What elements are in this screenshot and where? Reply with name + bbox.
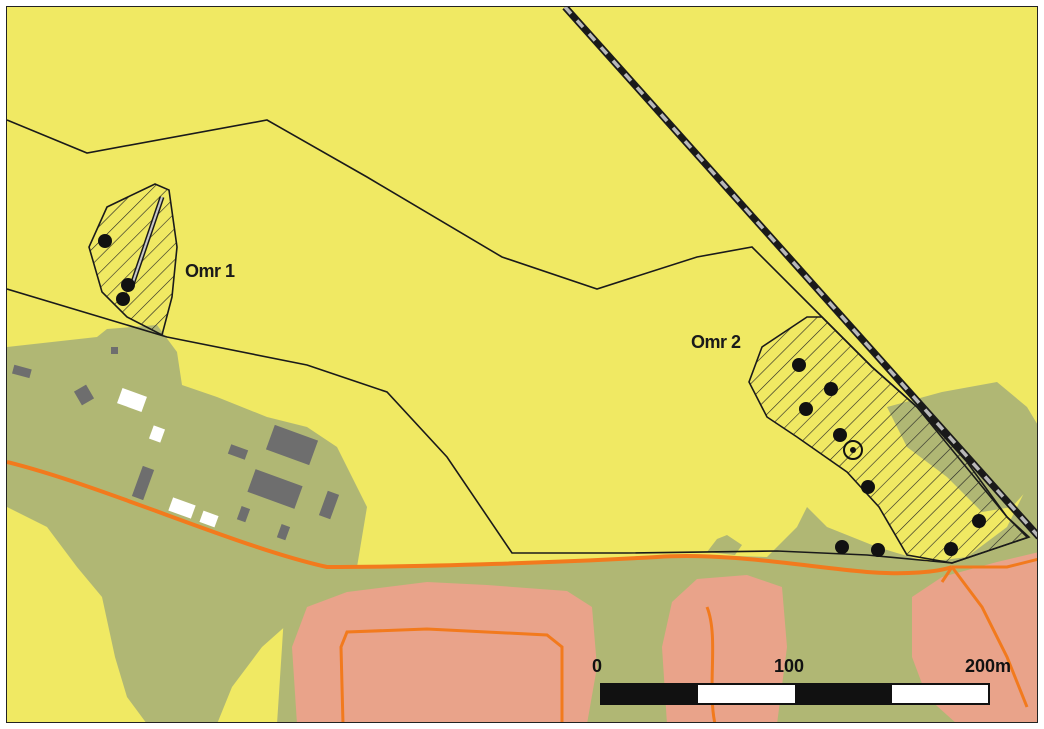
boundary-line-south	[7, 288, 1030, 564]
road-branch-ne	[952, 557, 1037, 569]
road-curve-south	[705, 606, 717, 722]
building	[247, 469, 303, 509]
road-branch-east	[940, 566, 1029, 708]
scale-bar-segment	[795, 684, 892, 704]
building	[73, 384, 95, 406]
building	[148, 425, 166, 443]
road-main	[7, 460, 953, 576]
building	[117, 388, 147, 412]
building	[111, 347, 118, 354]
railway-base	[562, 7, 1037, 540]
observation-point[interactable]	[861, 480, 875, 494]
building	[12, 364, 32, 379]
forest-patch-small	[707, 535, 742, 555]
built-up-area-3	[912, 552, 1037, 722]
observation-point[interactable]	[792, 358, 806, 372]
observation-point[interactable]	[944, 542, 958, 556]
building	[236, 506, 251, 523]
building	[227, 444, 249, 460]
building	[168, 497, 196, 519]
scale-tick-200m: 200m	[965, 656, 1012, 676]
building	[199, 510, 219, 528]
observation-point[interactable]	[98, 234, 112, 248]
area-label-omr-2: Omr 2	[691, 332, 741, 352]
building	[131, 465, 155, 501]
observation-point[interactable]	[972, 514, 986, 528]
built-up-area-1	[292, 582, 597, 722]
observation-point[interactable]	[835, 540, 849, 554]
survey-line-inner	[131, 196, 163, 286]
area-omr-1[interactable]	[88, 183, 178, 337]
scale-bar	[600, 683, 990, 705]
observation-point[interactable]	[833, 428, 847, 442]
area-label-omr-1: Omr 1	[185, 261, 235, 281]
buildings	[12, 347, 340, 541]
area-omr-2[interactable]	[748, 316, 1031, 564]
area-omr-2-fill	[748, 316, 1031, 564]
observation-point[interactable]	[121, 278, 135, 292]
building	[276, 524, 291, 541]
observation-point[interactable]	[850, 447, 856, 453]
building	[265, 424, 319, 466]
observation-point[interactable]	[116, 292, 130, 306]
map-svg	[7, 7, 1037, 722]
observation-point[interactable]	[871, 543, 885, 557]
observation-point-ring[interactable]	[843, 440, 863, 460]
observation-point[interactable]	[799, 402, 813, 416]
map-canvas[interactable]: Omr 1 Omr 2 0 100 200m	[6, 6, 1038, 723]
road-loop	[339, 627, 564, 722]
building	[318, 490, 340, 520]
scale-tick-100: 100	[774, 656, 805, 676]
scale-bar-segment	[601, 684, 698, 704]
observation-point[interactable]	[824, 382, 838, 396]
scale-tick-0: 0	[592, 656, 603, 676]
